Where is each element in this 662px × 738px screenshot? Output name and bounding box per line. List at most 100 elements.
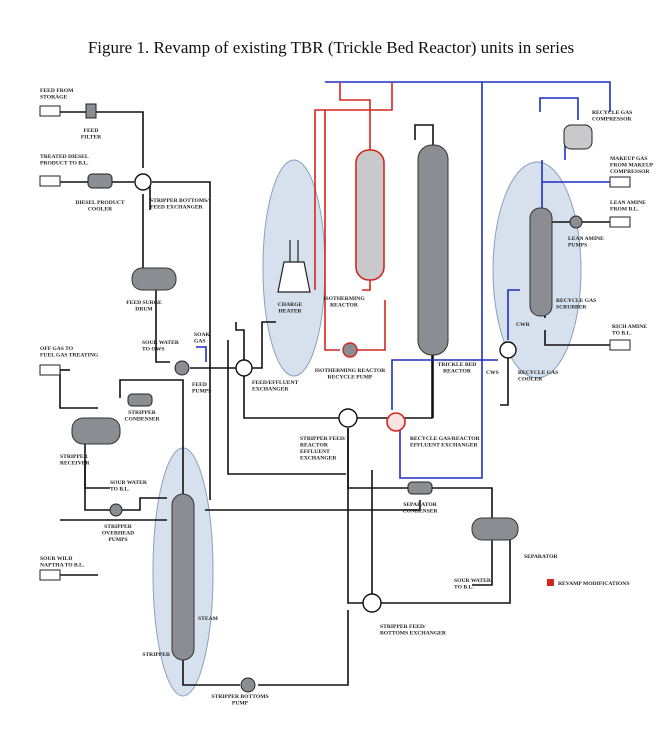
- label-line: STRIPPER FEED/: [380, 624, 426, 630]
- label-line: CWR: [516, 322, 531, 328]
- diesel-product-cooler: [87, 173, 113, 189]
- label-line: SEPARATOR: [403, 502, 438, 508]
- label-stripper-bottoms-feed: STRIPPER BOTTOMS/FEED EXCHANGER: [150, 198, 209, 211]
- stripper-bottoms-pump: [240, 677, 256, 693]
- charge-heater: [277, 261, 311, 293]
- label-line: STRIPPER: [60, 454, 89, 460]
- label-line: TO B.L.: [110, 487, 130, 493]
- label-line: TO OWS: [142, 347, 164, 353]
- label-line: OFF GAS TO: [40, 346, 74, 352]
- label-line: LEAN AMINE: [610, 200, 646, 206]
- stripper-condenser: [127, 393, 153, 407]
- label-line: ISOTHERMING REACTOR: [315, 368, 387, 374]
- label-line: FEED FROM: [40, 88, 74, 94]
- label-stripper: STRIPPER: [142, 652, 171, 658]
- label-line: STRIPPER: [128, 410, 157, 416]
- label-line: SCRUBBER: [556, 305, 587, 311]
- label-line: RECEIVER: [60, 461, 90, 467]
- label-line: REACTOR: [330, 303, 359, 309]
- label-line: COMPRESSOR: [610, 169, 650, 175]
- label-line: RECYCLE GAS: [556, 298, 596, 304]
- label-line: OVERHEAD: [102, 531, 134, 537]
- label-line: FEED: [192, 382, 207, 388]
- label-line: STORAGE: [40, 95, 68, 101]
- label-line: NAPTHA TO B.L.: [40, 563, 85, 569]
- label-line: TO B.L.: [454, 585, 474, 591]
- label-line: SOUR WILD: [40, 556, 72, 562]
- label-line: SEPARATOR: [524, 554, 559, 560]
- label-line: SOUR WATER: [454, 578, 492, 584]
- label-line: LEAN AMINE: [568, 236, 604, 242]
- label-line: REACTOR: [443, 369, 472, 375]
- legend-swatch: [547, 579, 554, 586]
- label-line: FILTER: [81, 135, 102, 141]
- label-line: DRUM: [135, 307, 153, 313]
- figure-title: Figure 1. Revamp of existing TBR (Trickl…: [87, 38, 575, 57]
- label-line: CWS: [486, 370, 499, 376]
- label-line: TRICKLE BED: [438, 362, 477, 368]
- lean-amine-pumps: [569, 215, 583, 229]
- treated-diesel-outlet: [39, 175, 61, 187]
- label-line: PUMPS: [192, 389, 211, 395]
- label-line: STRIPPER: [104, 524, 133, 530]
- label-line: STRIPPER FEED/: [300, 436, 346, 442]
- label-line: EFFLUENT EXCHANGER: [410, 443, 478, 449]
- label-line: SOUR WATER: [110, 480, 148, 486]
- label-line: FEED EXCHANGER: [150, 205, 204, 211]
- label-separator: SEPARATOR: [524, 554, 559, 560]
- feed-pumps: [174, 360, 190, 376]
- label-line: RECYCLE GAS: [518, 370, 558, 376]
- isotherming-reactor: [355, 149, 385, 281]
- label-line: TO B.L.: [612, 331, 632, 337]
- label-steam: STEAM: [198, 616, 219, 622]
- label-line: COOLER: [518, 377, 543, 383]
- label-legend-revamp: REVAMP MODIFICATIONS: [558, 581, 629, 587]
- label-line: RECYCLE GAS/REACTOR: [410, 436, 481, 442]
- label-line: FEED: [84, 128, 99, 134]
- feed-inlet: [39, 105, 61, 117]
- label-line: RICH AMINE: [612, 324, 647, 330]
- stripper-feed-bottoms-exchanger: [362, 593, 382, 613]
- stripper-column: [171, 493, 195, 661]
- separator: [471, 517, 519, 541]
- label-line: EFFLUENT: [300, 449, 330, 455]
- stripper-bottoms-feed-exchanger: [134, 173, 152, 191]
- label-cwr: CWR: [516, 322, 531, 328]
- label-cws: CWS: [486, 370, 499, 376]
- label-line: TREATED DIESEL: [40, 154, 89, 160]
- label-line: REVAMP MODIFICATIONS: [558, 581, 629, 587]
- label-line: PUMP: [232, 701, 249, 707]
- label-line: ISOTHERMING: [323, 296, 365, 302]
- label-line: CHARGE: [278, 302, 303, 308]
- label-line: FEED SURGE: [126, 300, 162, 306]
- makeup-gas-inlet: [609, 176, 631, 188]
- label-line: FEED/EFFLUENT: [252, 380, 299, 386]
- rich-amine-outlet: [609, 339, 631, 351]
- label-line: DIESEL PRODUCT: [75, 200, 125, 206]
- label-line: STRIPPER: [142, 652, 171, 658]
